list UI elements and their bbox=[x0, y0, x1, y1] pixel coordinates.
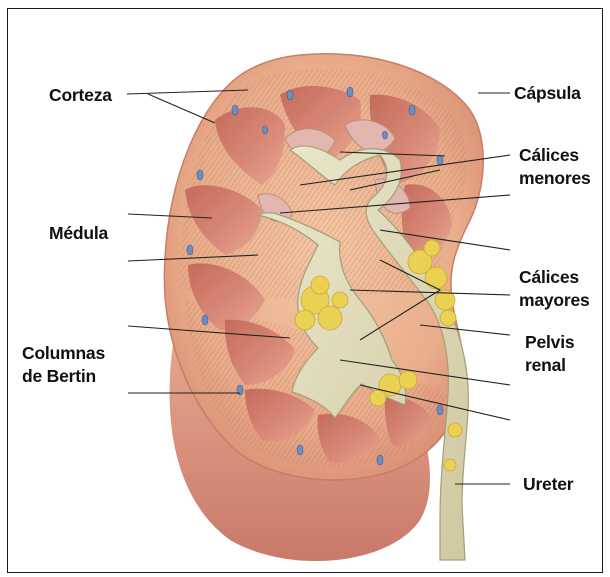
label-pelvis-renal-line2: renal bbox=[525, 353, 566, 377]
label-pelvis-renal-line1: Pelvis bbox=[525, 330, 574, 354]
label-ureter: Ureter bbox=[523, 472, 573, 496]
label-corteza: Corteza bbox=[49, 83, 112, 107]
label-calices-mayores-line1: Cálices bbox=[519, 265, 579, 289]
label-calices-menores-line2: menores bbox=[519, 166, 591, 190]
label-columnas-bertin-line1: Columnas bbox=[22, 341, 105, 365]
label-calices-menores-line1: Cálices bbox=[519, 143, 579, 167]
label-capsula: Cápsula bbox=[514, 81, 581, 105]
label-medula: Médula bbox=[49, 221, 108, 245]
label-calices-mayores-line2: mayores bbox=[519, 288, 590, 312]
label-columnas-bertin-line2: de Bertin bbox=[22, 364, 96, 388]
